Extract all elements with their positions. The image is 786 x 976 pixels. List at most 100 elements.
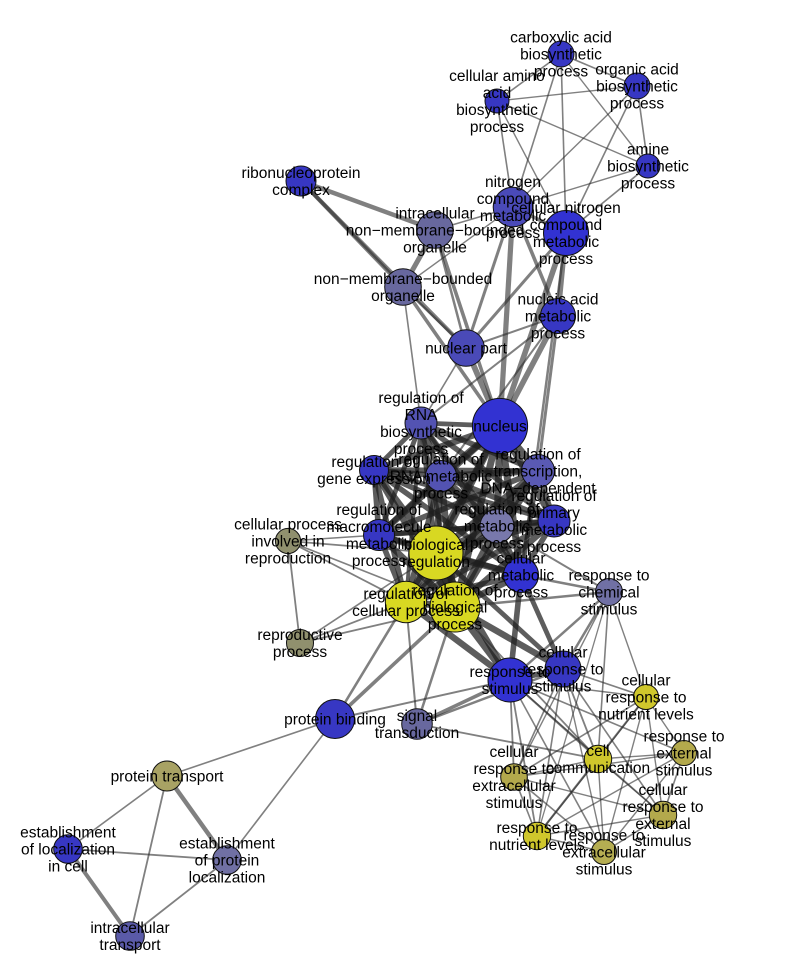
svg-text:biosynthetic: biosynthetic [456, 102, 538, 119]
svg-text:signal: signal [397, 708, 438, 725]
svg-text:protein binding: protein binding [284, 711, 386, 728]
svg-text:regulation of: regulation of [331, 454, 417, 471]
svg-text:metabolic: metabolic [525, 308, 592, 325]
svg-text:process: process [534, 63, 589, 80]
svg-text:reproductive: reproductive [257, 627, 342, 644]
svg-text:external: external [656, 745, 711, 762]
svg-text:response to: response to [470, 664, 551, 681]
svg-text:ribonucleoprotein: ribonucleoprotein [242, 165, 361, 182]
svg-text:cellular: cellular [489, 744, 538, 761]
svg-text:in cell: in cell [48, 858, 88, 875]
svg-text:response to: response to [569, 567, 650, 584]
svg-text:biosynthetic: biosynthetic [520, 46, 602, 63]
svg-text:DNA−dependent: DNA−dependent [480, 480, 596, 497]
svg-text:response to: response to [564, 827, 645, 844]
svg-text:intracellular: intracellular [90, 920, 169, 937]
svg-text:nucleus: nucleus [473, 418, 527, 435]
svg-text:biological: biological [404, 537, 469, 554]
svg-text:regulation of: regulation of [412, 582, 498, 599]
svg-text:protein transport: protein transport [111, 768, 225, 785]
svg-text:regulation of: regulation of [378, 390, 464, 407]
svg-text:organelle: organelle [371, 288, 435, 305]
svg-text:metabolic: metabolic [346, 536, 413, 553]
svg-text:establishment: establishment [179, 835, 275, 852]
svg-text:process: process [621, 175, 676, 192]
svg-text:process: process [494, 584, 549, 601]
svg-text:stimulus: stimulus [486, 795, 543, 812]
svg-text:RNA metabolic: RNA metabolic [390, 468, 493, 485]
svg-text:process: process [414, 485, 469, 502]
svg-text:compound: compound [477, 191, 549, 208]
svg-text:biosynthetic: biosynthetic [596, 78, 678, 95]
svg-text:biosynthetic: biosynthetic [607, 158, 689, 175]
svg-text:compound: compound [530, 217, 602, 234]
svg-text:nuclear part: nuclear part [425, 340, 508, 357]
svg-text:process: process [273, 644, 328, 661]
svg-text:regulation of: regulation of [454, 501, 540, 518]
svg-text:primary: primary [528, 505, 580, 522]
svg-text:communication: communication [546, 760, 650, 777]
svg-text:stimulus: stimulus [656, 762, 713, 779]
svg-text:non−membrane−bounded: non−membrane−bounded [346, 222, 524, 239]
svg-text:chemical: chemical [578, 584, 639, 601]
svg-text:cellular: cellular [638, 782, 687, 799]
svg-text:nutrient levels: nutrient levels [489, 837, 585, 854]
svg-text:cellular nitrogen: cellular nitrogen [511, 200, 620, 217]
svg-text:biological: biological [423, 599, 488, 616]
svg-text:process: process [531, 325, 586, 342]
svg-text:process: process [527, 539, 582, 556]
svg-text:extracellular: extracellular [472, 778, 556, 795]
svg-text:of localization: of localization [21, 841, 115, 858]
svg-text:of protein: of protein [195, 852, 260, 869]
svg-text:response to: response to [474, 761, 555, 778]
svg-text:process: process [486, 225, 541, 242]
svg-text:complex: complex [272, 182, 330, 199]
svg-text:cellular process: cellular process [234, 516, 342, 533]
svg-text:metabolic: metabolic [480, 208, 547, 225]
svg-text:cellular: cellular [621, 672, 670, 689]
svg-text:response to: response to [644, 728, 725, 745]
svg-text:organelle: organelle [403, 239, 467, 256]
svg-text:cell: cell [586, 743, 609, 760]
svg-text:metabolic: metabolic [521, 522, 588, 539]
svg-text:stimulus: stimulus [482, 681, 539, 698]
svg-text:process: process [470, 119, 525, 136]
svg-text:response to: response to [497, 820, 578, 837]
svg-text:process: process [394, 441, 449, 458]
svg-text:intracellular: intracellular [395, 205, 474, 222]
svg-text:extracellular: extracellular [562, 844, 646, 861]
svg-text:localization: localization [189, 869, 266, 886]
svg-text:nucleic acid: nucleic acid [518, 291, 599, 308]
svg-text:process: process [470, 535, 525, 552]
svg-text:metabolic: metabolic [488, 567, 555, 584]
svg-text:metabolic: metabolic [464, 518, 531, 535]
svg-text:acid: acid [483, 85, 511, 102]
svg-text:transcription,: transcription, [494, 463, 583, 480]
svg-text:macromolecule: macromolecule [326, 519, 431, 536]
svg-text:nitrogen: nitrogen [485, 174, 541, 191]
svg-text:transport: transport [99, 937, 161, 954]
svg-text:process: process [539, 251, 594, 268]
svg-text:response to: response to [523, 661, 604, 678]
svg-text:regulation: regulation [402, 554, 470, 571]
svg-text:regulation of: regulation of [511, 488, 597, 505]
svg-text:response to: response to [623, 799, 704, 816]
svg-text:cellular amino: cellular amino [449, 68, 545, 85]
svg-text:stimulus: stimulus [535, 678, 592, 695]
svg-text:external: external [635, 816, 690, 833]
svg-text:organic acid: organic acid [595, 61, 679, 78]
svg-text:establishment: establishment [20, 824, 116, 841]
svg-text:cellular: cellular [538, 644, 587, 661]
svg-text:regulation of: regulation of [398, 451, 484, 468]
svg-text:transduction: transduction [375, 725, 459, 742]
svg-text:response to: response to [606, 689, 687, 706]
svg-text:RNA: RNA [405, 407, 438, 424]
svg-text:cellular: cellular [496, 550, 545, 567]
svg-text:stimulus: stimulus [576, 861, 633, 878]
svg-text:stimulus: stimulus [581, 601, 638, 618]
svg-text:gene expression: gene expression [317, 471, 431, 488]
svg-text:biosynthetic: biosynthetic [380, 424, 462, 441]
svg-text:metabolic: metabolic [533, 234, 600, 251]
svg-text:stimulus: stimulus [635, 833, 692, 850]
svg-text:reproduction: reproduction [245, 550, 331, 567]
